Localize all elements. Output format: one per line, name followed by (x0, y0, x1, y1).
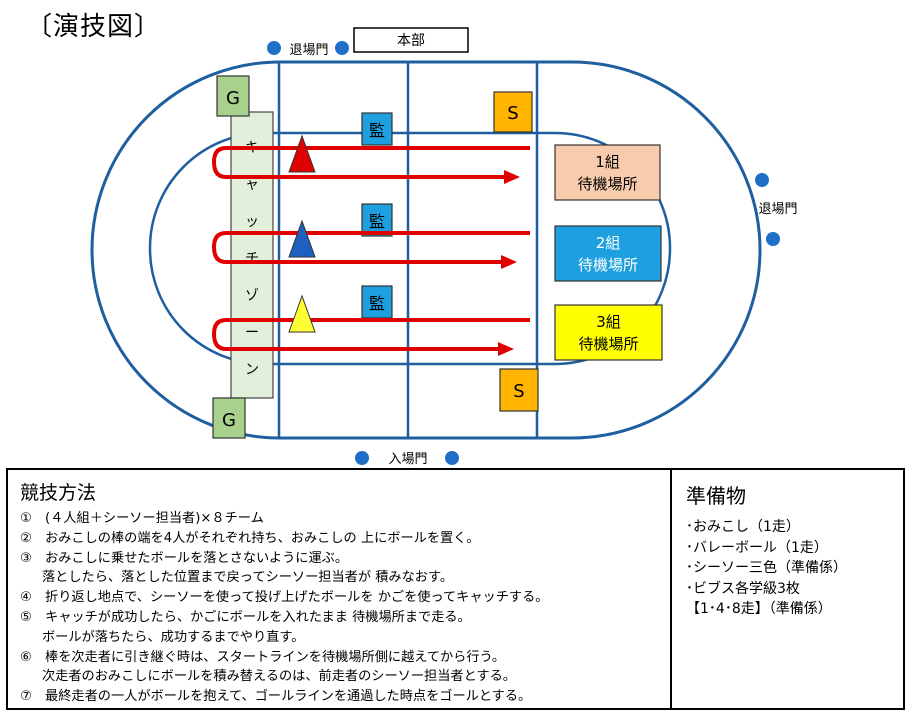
goal-label: G (222, 410, 236, 431)
start-label: S (507, 103, 518, 124)
catch-zone-char: ゾ (245, 288, 259, 304)
catch-zone-char: ン (245, 362, 259, 378)
arrow-head (504, 170, 520, 184)
seesaw-cone-icon (288, 294, 316, 333)
catch-zone-char: チ (245, 251, 259, 267)
rules-panel: 競技方法 ① (４人組＋シーソー担当者)×８チーム ② おみこしの棒の端を4人がそ… (6, 468, 905, 710)
preparation-heading: 準備物 (686, 484, 746, 508)
preparation-item: ･おみこし（1走） (686, 519, 800, 535)
supervisor-label: 監 (369, 212, 385, 231)
gate-marker (355, 451, 369, 465)
catch-zone-char: ャ (245, 177, 259, 193)
preparation-item: 【1･4･8走】（準備係） (686, 601, 832, 617)
headquarters-label: 本部 (397, 33, 425, 49)
rule-line: ⑥ 棒を次走者に引き継ぐ時は、スタートラインを待機場所側に越えてから行う。 (20, 649, 506, 665)
arrow-head (501, 255, 517, 269)
goal-box (216, 75, 250, 117)
group-name: 3組 (596, 313, 621, 331)
rule-line: 落としたら、落とした位置まで戻ってシーソー担当者が 積みなおす。 (42, 570, 454, 586)
rules-heading: 競技方法 (20, 482, 97, 504)
start-box (499, 368, 539, 412)
seesaw-cone-icon (288, 219, 316, 258)
group-name: 2組 (596, 234, 621, 252)
gate-marker (267, 41, 281, 55)
supervisor-box (361, 112, 393, 146)
gate-marker (335, 41, 349, 55)
supervisor-label: 監 (369, 294, 385, 313)
waiting-area-label: 待機場所 (577, 175, 637, 193)
run-route-arrow (211, 146, 530, 179)
waiting-area-box (554, 304, 663, 361)
catch-zone-char: ッ (245, 214, 259, 230)
rule-line: 次走者のおみこしにボールを積み替えるのは、前走者のシーソー担当者とする。 (42, 669, 516, 685)
run-route-arrow (211, 231, 530, 264)
rules-list: ① (４人組＋シーソー担当者)×８チーム ② おみこしの棒の端を4人がそれぞれ持ち… (20, 509, 670, 707)
catch-zone-char: ー (245, 325, 259, 341)
inner-track (148, 131, 672, 366)
rule-line: ② おみこしの棒の端を4人がそれぞれ持ち、おみこしの 上にボールを置く。 (20, 530, 480, 546)
waiting-area-box (554, 144, 661, 201)
gate-marker (755, 173, 769, 187)
seesaw-cone-icon (288, 134, 316, 173)
gate-marker (445, 451, 459, 465)
top-exit-gate-label: 退場門 (289, 43, 328, 58)
arrow-head (498, 342, 514, 356)
start-label: S (513, 381, 524, 402)
goal-label: G (226, 88, 240, 109)
preparation-list: ･おみこし（1走） ･バレーボール（1走） ･シーソー三色（準備係） ･ビブス各学級3… (686, 517, 903, 620)
run-route-arrow (211, 318, 530, 351)
rule-line: ④ 折り返し地点で、シーソーを使って投げ上げたボールを かごを使ってキャッチする… (20, 590, 549, 606)
preparation-item: ･シーソー三色（準備係） (686, 560, 847, 576)
preparation-section: 準備物 ･おみこし（1走） ･バレーボール（1走） ･シーソー三色（準備係） ･ビブス… (672, 470, 903, 708)
waiting-area-label: 待機場所 (578, 256, 638, 274)
rule-line: ⑤ キャッチが成功したら、かごにボールを入れたまま 待機場所まで走る。 (20, 609, 471, 625)
rule-line: ⑦ 最終走者の一人がボールを抱えて、ゴールラインを通過した時点をゴールとする。 (20, 689, 532, 705)
start-box (493, 91, 533, 133)
supervisor-box (361, 285, 393, 319)
goal-box (212, 397, 246, 439)
page-title: 〔演技図〕 (26, 12, 162, 42)
preparation-item: ･バレーボール（1走） (686, 539, 828, 556)
headquarters-box (353, 27, 469, 53)
preparation-item: ･ビブス各学級3枚 (686, 580, 800, 597)
rule-line: ③ おみこしに乗せたボールを落とさないように運ぶ。 (20, 550, 349, 566)
gate-marker (766, 232, 780, 246)
entrance-gate-label: 入場門 (388, 452, 427, 467)
group-name: 1組 (595, 153, 620, 171)
supervisor-label: 監 (369, 121, 385, 140)
rule-line: ボールが落ちたら、成功するまでやり直す。 (42, 629, 305, 645)
waiting-area-label: 待機場所 (578, 335, 638, 353)
rules-section: 競技方法 ① (４人組＋シーソー担当者)×８チーム ② おみこしの棒の端を4人がそ… (8, 470, 672, 708)
outer-track (90, 60, 762, 440)
right-exit-gate-label: 退場門 (758, 202, 797, 217)
waiting-area-box (554, 225, 662, 282)
rule-line: ① (４人組＋シーソー担当者)×８チーム (20, 511, 264, 526)
supervisor-box (361, 203, 393, 237)
